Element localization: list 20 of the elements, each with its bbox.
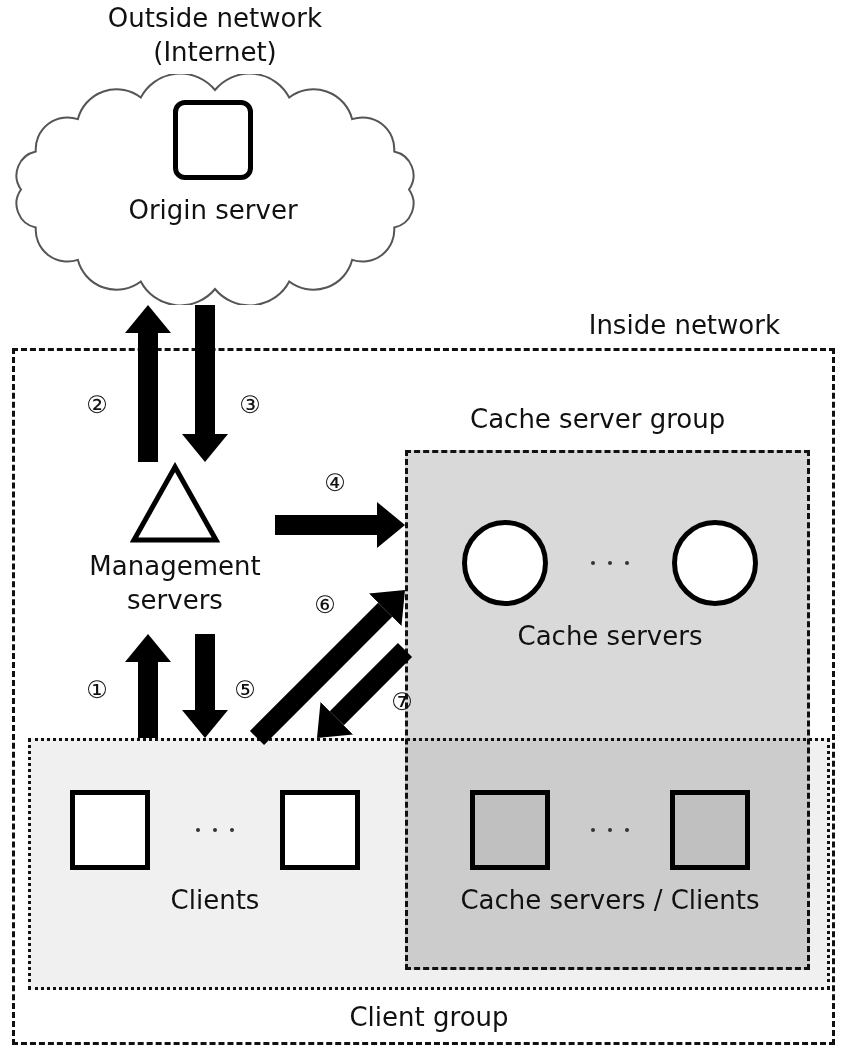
node-label: Cache servers / Clients (460, 884, 760, 917)
group-heading: Inside network (588, 309, 780, 342)
step-number: ⑤ (234, 678, 256, 702)
step-number: ① (86, 678, 108, 702)
step-number: ③ (239, 393, 261, 417)
node-label: Cache servers (517, 620, 703, 653)
node-label: Origin server (128, 194, 298, 227)
block-arrow (275, 502, 405, 548)
step-number: ④ (324, 471, 346, 495)
block-arrow (125, 305, 171, 462)
group-heading: Cache server group (470, 403, 726, 436)
block-arrow (182, 634, 228, 738)
node-label: Management servers (88, 550, 262, 617)
step-number: ② (86, 393, 108, 417)
step-number: ⑥ (314, 593, 336, 617)
group-heading: Client group (348, 1001, 510, 1035)
block-arrow (125, 634, 171, 738)
node-label: Clients (170, 884, 260, 917)
network-heading: Outside network (Internet) (106, 2, 324, 69)
block-arrow (249, 590, 405, 746)
